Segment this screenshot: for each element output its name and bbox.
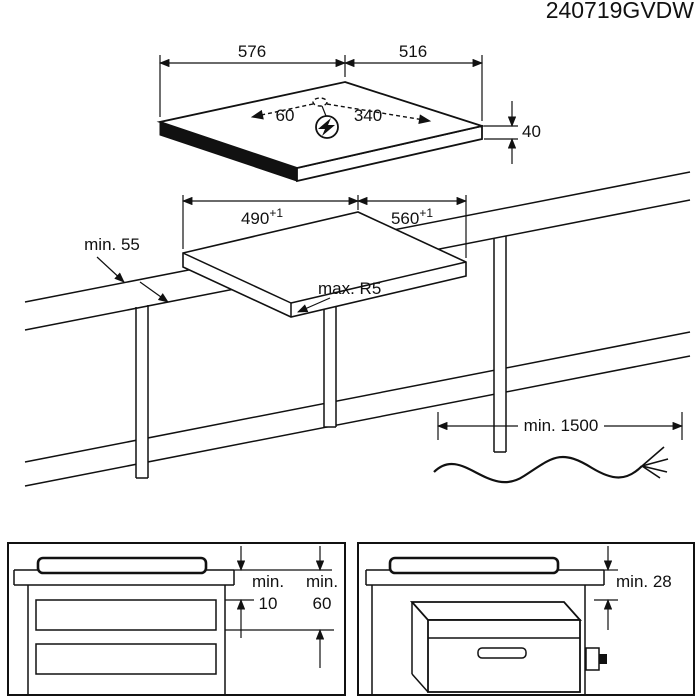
connection-socket-icon: [585, 647, 607, 671]
detail-box-frame: [357, 542, 695, 696]
connection-offset-left-label: 60: [276, 106, 295, 125]
hob-profile: [388, 556, 560, 575]
front-clearance-label: min. 55: [84, 235, 140, 254]
shelf-front-edge: [24, 331, 691, 463]
drawer-front: [35, 643, 217, 675]
wire-end: [641, 465, 661, 479]
oven-front: [427, 619, 581, 693]
leg-mask: [494, 236, 506, 452]
oven-clearance-label: min. 28: [616, 572, 672, 591]
oven-vent-slot: [477, 647, 527, 659]
lightning-bolt: [318, 118, 335, 136]
socket-box: [585, 647, 600, 671]
leader-line: [321, 105, 327, 117]
detail-box-frame: [7, 542, 346, 696]
front-clearance-arrow: [96, 256, 125, 283]
leg-mask: [136, 305, 148, 478]
connection-point-mark: [312, 97, 328, 107]
oven-clearance-diagram: min. 28: [357, 542, 695, 696]
hob-depth-label: 516: [399, 42, 427, 61]
hob-isometric-diagram: 576 516 40 60 340: [156, 42, 541, 183]
corner-radius-label: max. R5: [318, 279, 381, 298]
cutout-inner-edge: [182, 252, 292, 304]
power-cable-drawing: [433, 455, 643, 484]
gap-value-label: 10: [259, 594, 278, 613]
drawer-clearance-diagram: min. 10 min. 60: [7, 542, 346, 696]
connection-offset-right-label: 340: [354, 106, 382, 125]
cutout-depth-label: 560+1: [391, 206, 433, 228]
oven-left-side: [411, 673, 429, 693]
vent-min-label: min.: [306, 572, 338, 591]
wire-end: [641, 446, 665, 467]
hob-height-label: 40: [522, 122, 541, 141]
cable-length-diagram: min. 1500: [433, 412, 684, 484]
oven-top-face: [409, 601, 583, 621]
corner-radius-arrow: [297, 297, 331, 313]
connection-offset-left-arrow: [250, 103, 314, 120]
connection-offset-right-arrow: [326, 103, 432, 125]
hob-profile: [36, 556, 208, 575]
power-bolt-icon: [315, 115, 339, 139]
cable-length-label: min. 1500: [524, 416, 599, 435]
cutout-width-label: 490+1: [241, 206, 283, 228]
drawer-front: [35, 599, 217, 631]
vent-value-label: 60: [313, 594, 332, 613]
wire-end: [641, 465, 668, 473]
front-clearance-arrow: [139, 281, 169, 303]
hob-width-label: 576: [238, 42, 266, 61]
cutout-opening: [182, 211, 467, 318]
cable-wire-ends-icon: [641, 446, 669, 479]
model-number: 240719GVDW: [546, 0, 695, 23]
worktop-cutout-diagram: 490+1 560+1 min. 55 max. R5: [24, 171, 691, 487]
cutout-inner-edge: [290, 261, 467, 304]
socket-plug: [599, 654, 607, 664]
gap-min-label: min.: [252, 572, 284, 591]
wire-end: [641, 458, 669, 467]
